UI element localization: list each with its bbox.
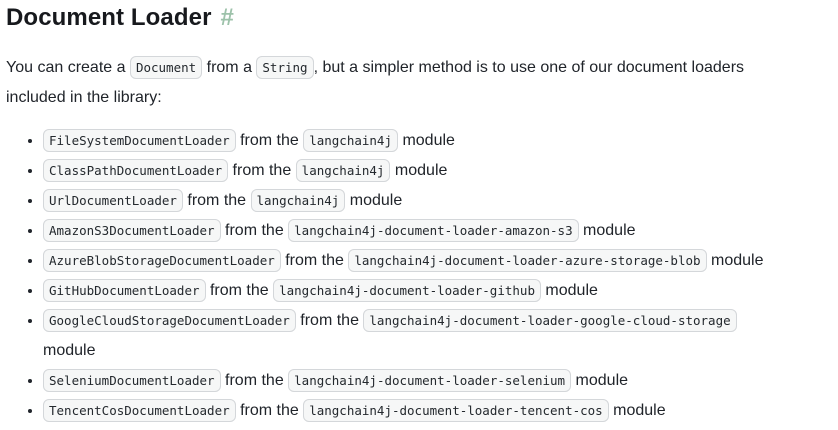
list-item-suffix: module [571, 372, 629, 389]
list-item-text: from the [205, 282, 274, 299]
list-item-text: from the [235, 402, 304, 419]
loader-class-code: UrlDocumentLoader [43, 189, 183, 212]
list-item-suffix: module [608, 402, 666, 419]
loader-class-code: FileSystemDocumentLoader [43, 129, 236, 152]
module-code: langchain4j-document-loader-selenium [288, 369, 572, 392]
module-code: langchain4j-document-loader-tencent-cos [303, 399, 609, 422]
list-item-text: from the [295, 312, 364, 329]
heading-anchor-link[interactable]: # [220, 4, 234, 31]
list-item-text: from the [235, 132, 304, 149]
intro-text-2: from a [202, 59, 257, 76]
list-item-text: from the [228, 162, 296, 179]
list-item: ClassPathDocumentLoader from the langcha… [43, 156, 786, 186]
loader-class-code: GitHubDocumentLoader [43, 279, 206, 302]
module-code: langchain4j-document-loader-github [273, 279, 541, 302]
inline-code-document: Document [129, 56, 203, 79]
intro-paragraph: You can create a Document from a String,… [6, 53, 788, 113]
module-code: langchain4j [250, 189, 346, 212]
list-item-text: from the [220, 222, 289, 239]
list-item-suffix: module [398, 132, 455, 149]
list-item-suffix: module [578, 222, 636, 239]
list-item: TencentCosDocumentLoader from the langch… [43, 396, 786, 426]
intro-text-3: , but a simpler method is to use one of … [6, 59, 745, 106]
module-code: langchain4j-document-loader-google-cloud… [363, 309, 737, 332]
list-item: SeleniumDocumentLoader from the langchai… [43, 366, 786, 396]
list-item: GoogleCloudStorageDocumentLoader from th… [43, 306, 786, 366]
loader-class-code: SeleniumDocumentLoader [43, 369, 221, 392]
module-code: langchain4j-document-loader-azure-storag… [348, 249, 707, 272]
list-item: GitHubDocumentLoader from the langchain4… [43, 276, 786, 306]
list-item: UrlDocumentLoader from the langchain4j m… [43, 186, 786, 216]
intro-text-1: You can create a [6, 59, 130, 76]
list-item-suffix: module [390, 162, 448, 179]
list-item-text: from the [280, 252, 349, 269]
list-item: FileSystemDocumentLoader from the langch… [43, 126, 786, 156]
list-item: AmazonS3DocumentLoader from the langchai… [43, 216, 786, 246]
page-title-text: Document Loader [6, 4, 212, 31]
list-item-suffix: module [345, 192, 403, 209]
loader-class-code: AzureBlobStorageDocumentLoader [43, 249, 281, 272]
list-item: AzureBlobStorageDocumentLoader from the … [43, 246, 786, 276]
loader-class-code: GoogleCloudStorageDocumentLoader [43, 309, 296, 332]
list-item-suffix: module [540, 282, 598, 299]
list-item-text: from the [182, 192, 251, 209]
module-code: langchain4j [303, 129, 398, 152]
module-code: langchain4j [295, 159, 391, 182]
loader-list: FileSystemDocumentLoader from the langch… [6, 126, 786, 426]
loader-class-code: TencentCosDocumentLoader [43, 399, 236, 422]
inline-code-string: String [256, 56, 314, 79]
list-item-suffix: module [43, 342, 96, 359]
loader-class-code: ClassPathDocumentLoader [43, 159, 229, 182]
module-code: langchain4j-document-loader-amazon-s3 [288, 219, 579, 242]
list-item-text: from the [220, 372, 289, 389]
page-title: Document Loader # [6, 3, 828, 33]
list-item-suffix: module [706, 252, 764, 269]
loader-class-code: AmazonS3DocumentLoader [43, 219, 221, 242]
